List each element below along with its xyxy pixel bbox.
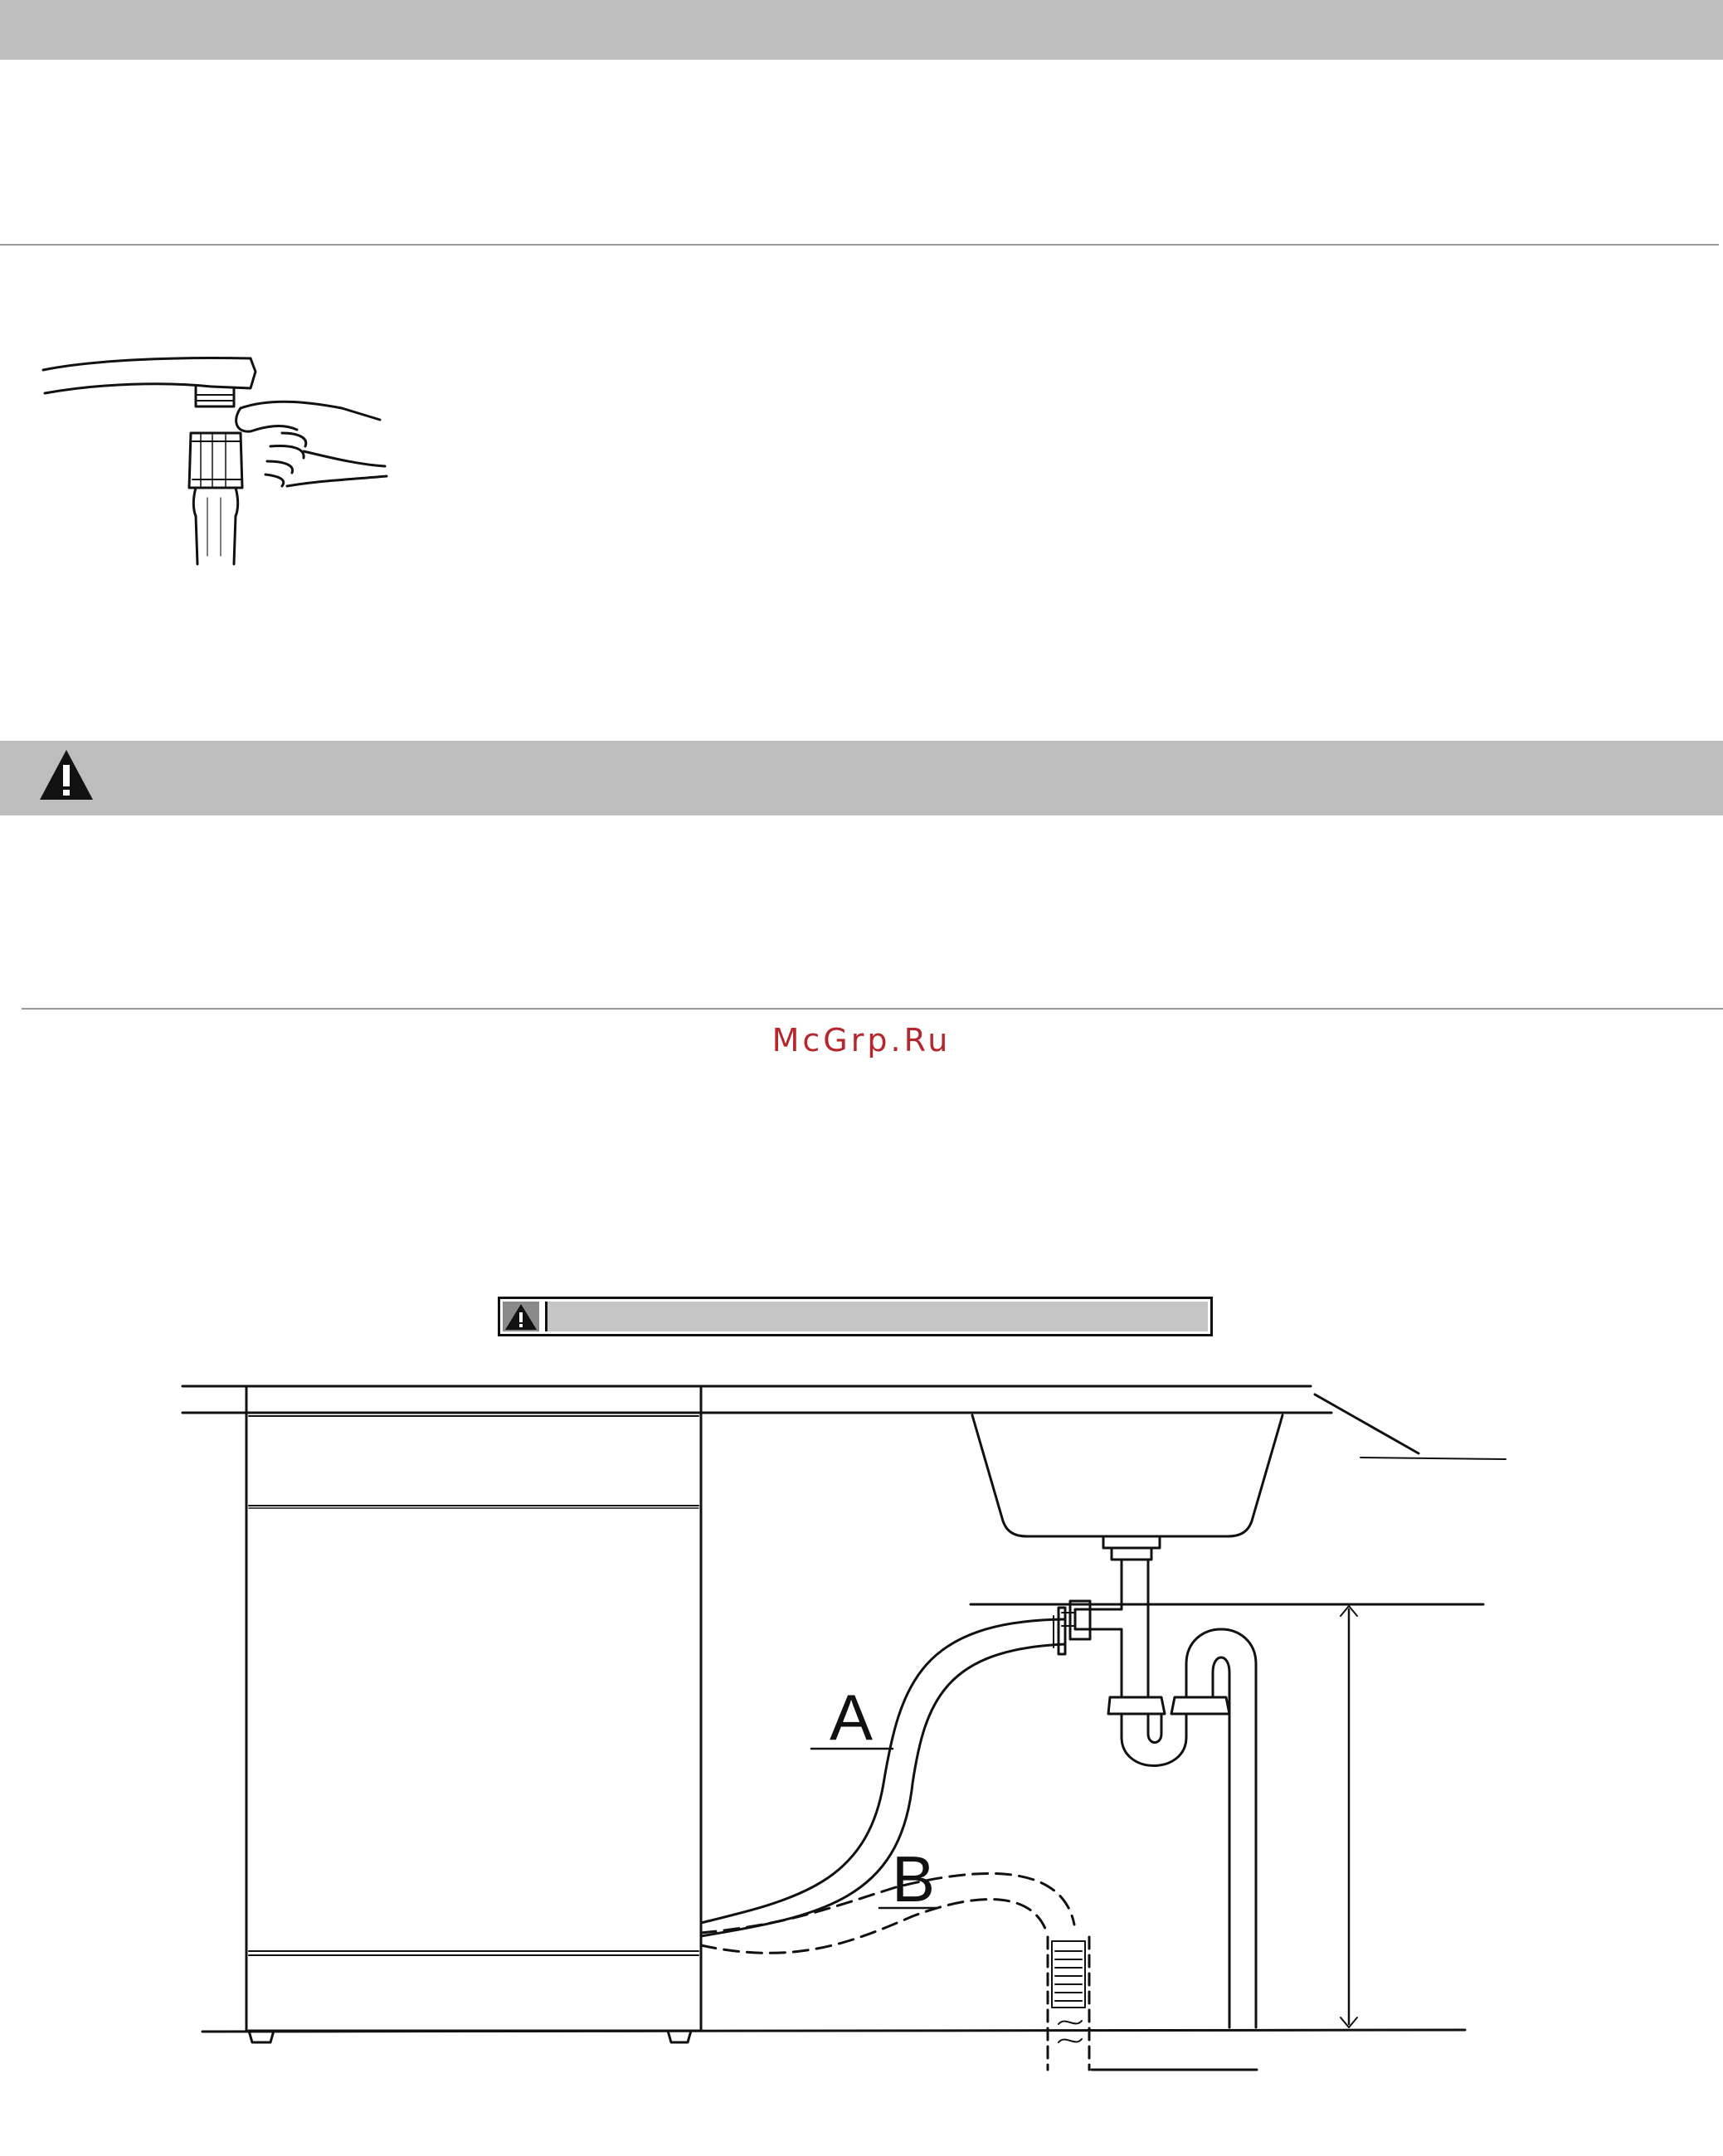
warning-triangle-icon: [40, 750, 93, 800]
header-band: [0, 0, 1723, 60]
section-divider-bottom: [22, 1008, 1723, 1010]
hose-b-label: B: [892, 1842, 936, 1915]
diagram-warning-bar: [498, 1297, 1213, 1336]
watermark: McGrp.Ru: [771, 1022, 952, 1059]
drain-diagram: [181, 1385, 1506, 2071]
warning-band: [0, 741, 1723, 815]
hose-a-label: A: [830, 1681, 874, 1754]
warning-triangle-icon: [503, 1302, 539, 1331]
section-divider-top: [0, 244, 1719, 246]
warning-bar-fill: [545, 1302, 1208, 1331]
faucet-illustration: [41, 357, 388, 566]
